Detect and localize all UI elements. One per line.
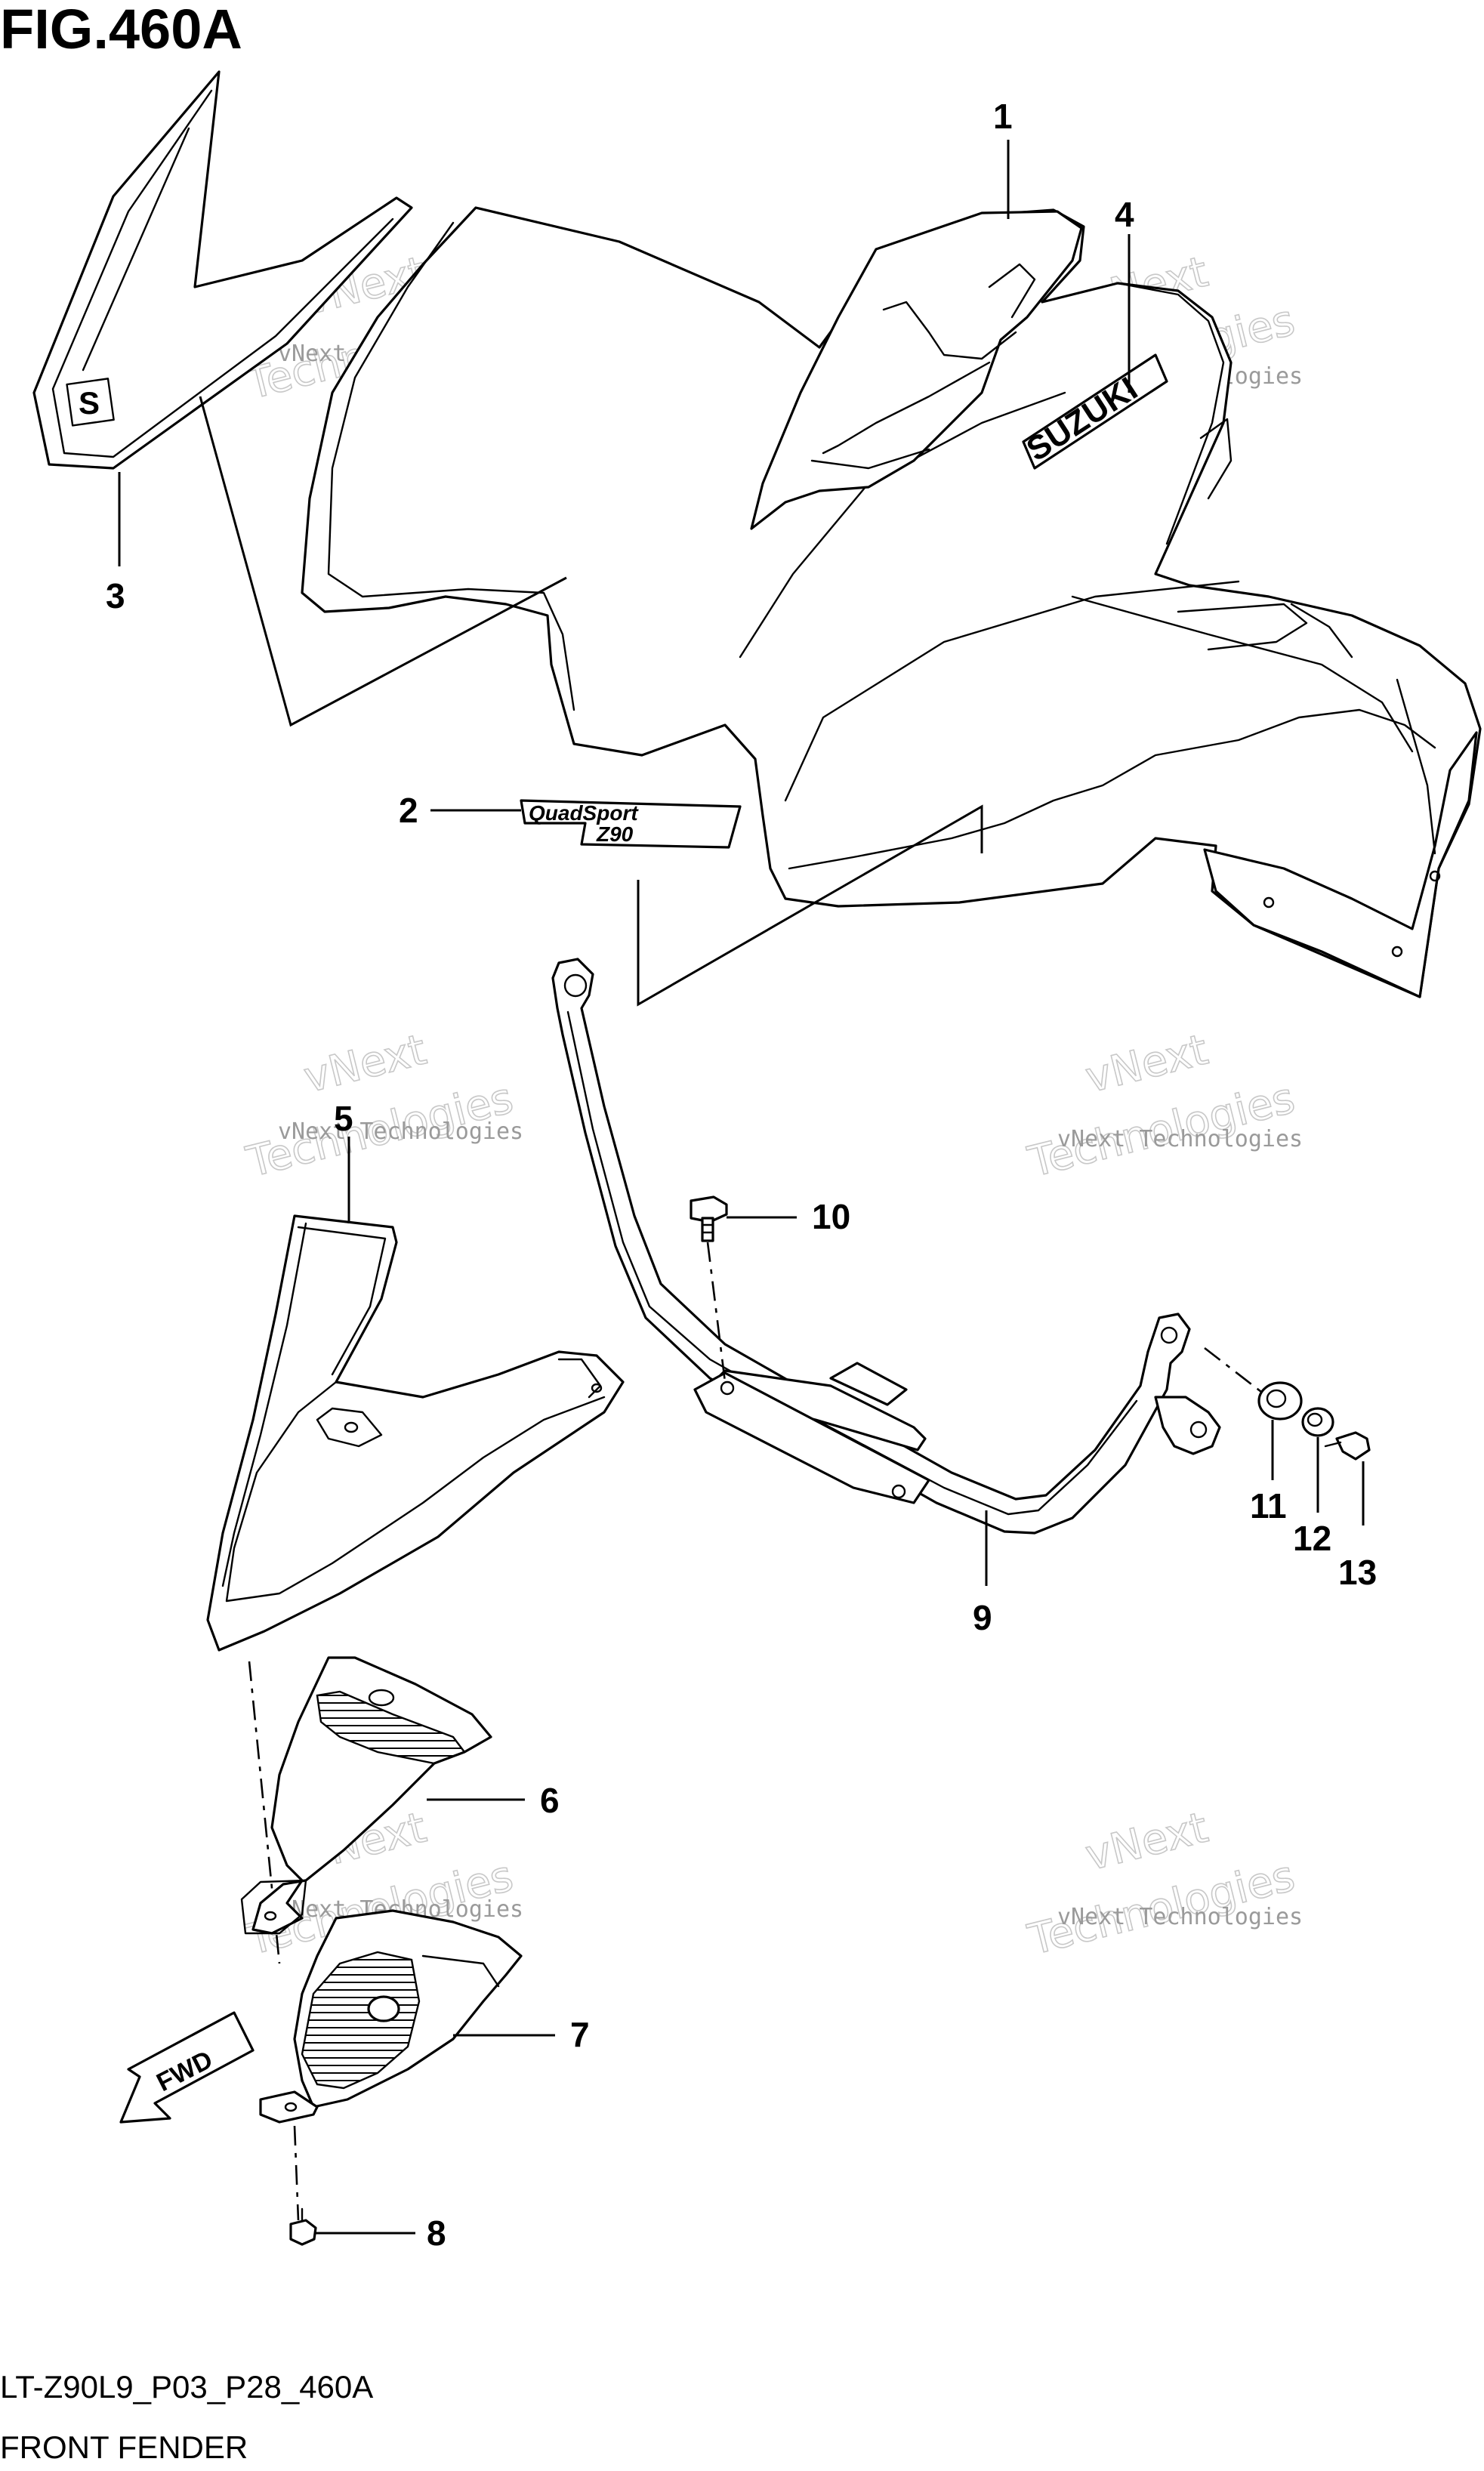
callout-10: 10: [812, 1197, 850, 1236]
watermark-line2: vNext Technologies: [1057, 1126, 1303, 1152]
part-2-quadsport-decal[interactable]: QuadSport Z90: [520, 799, 742, 849]
watermark: vNext Technologies: [1023, 1803, 1300, 1966]
callout-5: 5: [334, 1099, 353, 1138]
watermark-line2: vNext Technologies: [1057, 1904, 1303, 1930]
callout-2: 2: [399, 791, 418, 830]
part-3-emblem-panel[interactable]: S: [32, 70, 413, 470]
part-5-front-guard[interactable]: [206, 1214, 625, 1652]
callout-3: 3: [106, 576, 125, 615]
watermark-line1: vNext: [1081, 1026, 1212, 1103]
part-12-collar[interactable]: [1301, 1407, 1334, 1437]
watermark: vNext Technologies: [241, 1025, 518, 1188]
part-9-front-bracket[interactable]: [551, 958, 1221, 1535]
part-7-lower-cover[interactable]: [259, 1909, 523, 2124]
watermark-line1: vNext: [1081, 1803, 1212, 1881]
watermark-line2: vNext Technologies: [278, 1118, 523, 1145]
emblem-logo-icon: [66, 378, 115, 427]
callout-6: 6: [540, 1781, 560, 1820]
callout-7: 7: [570, 2015, 590, 2054]
figure-title: FIG.460A: [0, 0, 242, 60]
part-13-screw[interactable]: [1324, 1431, 1371, 1461]
part-8-screw[interactable]: [289, 2207, 317, 2246]
part-10-bolt[interactable]: [690, 1195, 728, 1242]
part-1-front-fender[interactable]: [301, 206, 1482, 998]
callout-11: 11: [1250, 1486, 1287, 1525]
figure-code: LT-Z90L9_P03_P28_460A: [0, 2369, 373, 2405]
fwd-direction-arrow: FWD: [119, 2011, 255, 2124]
watermark-line1: vNext: [299, 1026, 430, 1103]
quadsport-decal-line2: Z90: [596, 822, 634, 846]
callout-9: 9: [973, 1598, 992, 1637]
callout-1: 1: [993, 97, 1013, 136]
quadsport-decal-line1: QuadSport: [529, 801, 639, 825]
callout-8: 8: [427, 2213, 446, 2253]
callout-4: 4: [1115, 195, 1134, 234]
callout-13: 13: [1338, 1553, 1377, 1592]
emblem-logo-text: S: [79, 385, 100, 421]
figure-caption: FRONT FENDER: [0, 2429, 248, 2465]
watermark: vNext Technologies: [1023, 1025, 1300, 1188]
callout-12: 12: [1293, 1519, 1331, 1558]
part-11-grommet[interactable]: [1257, 1381, 1303, 1421]
part-6-inner-cover[interactable]: [240, 1656, 492, 1935]
